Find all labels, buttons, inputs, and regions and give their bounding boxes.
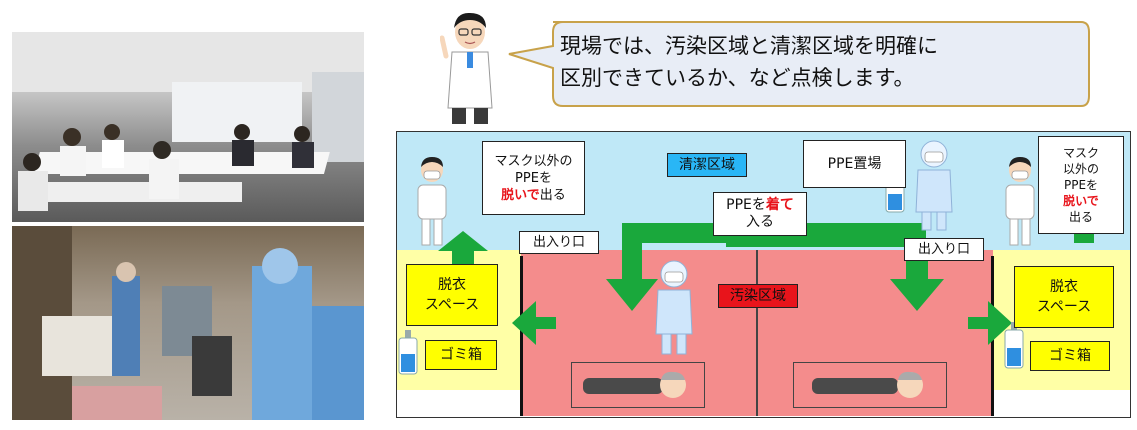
exit-instruction-right: マスク 以外の PPEを 脱いで 出る (1038, 136, 1124, 234)
undress-space-right: 脱衣 スペース (1014, 266, 1114, 328)
exit-left-line-1: マスク以外の (494, 153, 573, 169)
wall-left (520, 256, 523, 416)
undress-left-line-2: スペース (424, 297, 480, 313)
enter-emphasis: 着て (765, 197, 794, 213)
undress-right-line-2: スペース (1036, 299, 1092, 315)
door-label-right: 出入り口 (904, 238, 984, 261)
staff-left-icon (417, 157, 447, 246)
enter-black: PPEを (726, 197, 766, 213)
trash-bin-right: ゴミ箱 (1030, 341, 1110, 371)
enter-line-1: PPEを着て (726, 197, 794, 214)
room-divider (756, 250, 758, 416)
patient-bed-left (571, 362, 705, 408)
arrow-exit-left-horizontal (512, 301, 556, 345)
undress-space-left: 脱衣 スペース (406, 264, 498, 326)
exit-instruction-left: マスク以外の PPEを 脱いで出る (482, 141, 585, 215)
patient-left-icon (583, 371, 686, 398)
meeting-photo (12, 32, 364, 222)
speech-text: 現場では、汚染区域と清潔区域を明確に 区別できているか、など点検します。 (560, 30, 1080, 94)
speech-bubble (508, 21, 1090, 107)
ward-photo-illustration (12, 226, 364, 420)
enter-instruction: PPEを着て 入る (713, 192, 807, 236)
exit-right-line-2: 以外の (1062, 162, 1099, 176)
speech-line-1: 現場では、汚染区域と清潔区域を明確に (560, 34, 938, 58)
exit-right-line-3: PPEを (1063, 178, 1099, 192)
arrow-exit-right-horizontal (968, 301, 1012, 345)
ppe-worker-top-icon (915, 140, 953, 231)
patient-bed-right (793, 362, 947, 408)
undress-left-line-1: 脱衣 (438, 277, 466, 293)
exit-left-line-2: PPEを (515, 170, 552, 186)
trash-bin-left: ゴミ箱 (425, 340, 497, 370)
ward-photo (12, 226, 364, 420)
patient-right-icon (812, 371, 923, 398)
undress-right-line-1: 脱衣 (1050, 279, 1078, 295)
arrow-entry-left (622, 223, 730, 243)
staff-right-icon (1005, 157, 1035, 246)
exit-right-line-1: マスク (1062, 146, 1099, 160)
arrow-entry-down-right (890, 243, 944, 311)
exit-right-line-4: 脱いで (1063, 194, 1099, 208)
exit-left-line-3: 脱いで出る (501, 187, 566, 204)
arrow-entry-down-left (606, 223, 658, 311)
clean-zone-label: 清潔区域 (667, 153, 747, 177)
exit-left-rest: 出る (539, 187, 566, 203)
sanitizer-bottle-right-icon (1004, 322, 1024, 369)
ppe-worker-center-icon (655, 260, 693, 355)
meeting-photo-illustration (12, 32, 364, 211)
sanitizer-bottle-left-icon (398, 330, 418, 375)
doctor-illustration (440, 12, 493, 124)
exit-left-emphasis: 脱いで (501, 187, 540, 203)
arrow-exit-left-up (438, 231, 488, 273)
ppe-storage-label: PPE置場 (803, 140, 906, 188)
door-label-left: 出入り口 (519, 231, 599, 254)
enter-line-2: 入る (746, 214, 774, 230)
contaminated-zone-label: 汚染区域 (718, 284, 798, 308)
exit-right-line-5: 出る (1068, 210, 1093, 224)
speech-line-2: 区別できているか、など点検します。 (560, 66, 915, 90)
